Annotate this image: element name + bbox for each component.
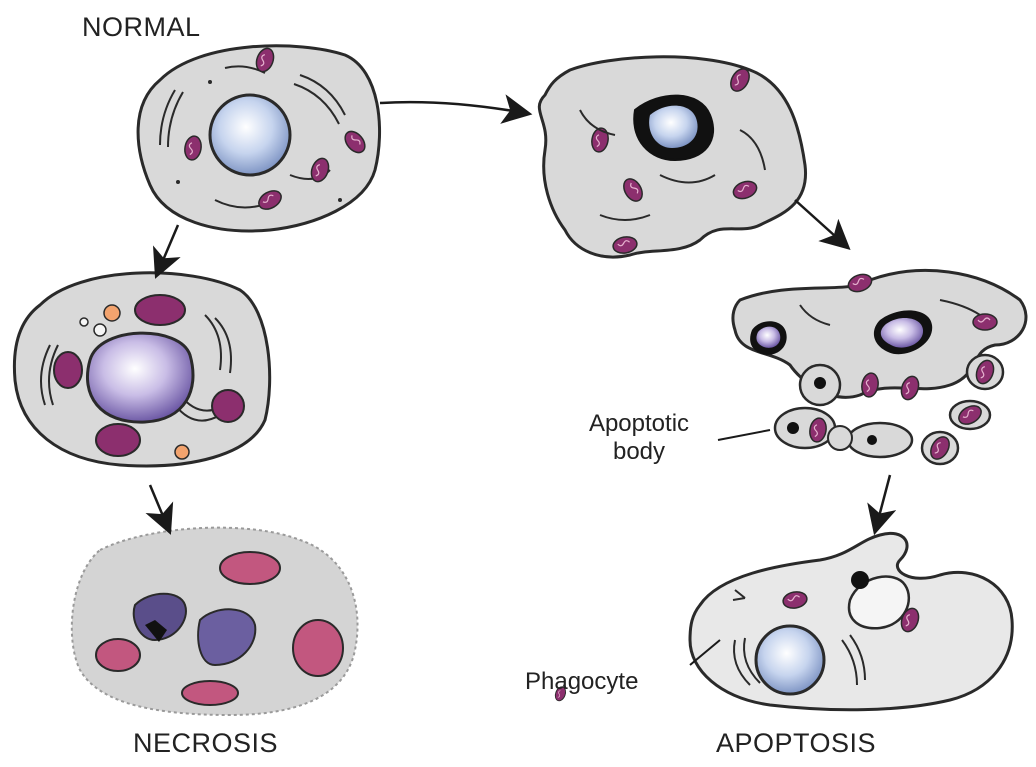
normal-label: NORMAL (82, 12, 201, 43)
normal-nucleus (210, 95, 290, 175)
apoptotic-body-label-line1: Apoptotic (562, 410, 716, 438)
phagocyte-cell (690, 533, 1012, 709)
shrunken-cell (539, 57, 805, 257)
arrow-fragmenting-to-phagocyte (876, 475, 890, 528)
phagocyte-nucleus (756, 626, 824, 694)
arrow-swollen-to-necrosis (150, 485, 168, 528)
necrotic-cell (72, 528, 358, 715)
apoptotic-body-label: Apoptotic body (562, 410, 716, 466)
swollen-nucleus (87, 333, 193, 422)
apoptosis-label: APOPTOSIS (716, 728, 876, 759)
phagocyte-label: Phagocyte (525, 668, 638, 696)
necrosis-label: NECROSIS (133, 728, 278, 759)
apoptotic-body-label-line2: body (562, 438, 716, 466)
leader-apoptotic-body (718, 430, 770, 440)
arrow-shrunken-to-fragmenting (795, 200, 845, 245)
swollen-cell (14, 273, 269, 466)
normal-cell (138, 46, 379, 231)
arrow-normal-to-swollen (158, 225, 178, 272)
arrow-normal-to-apoptosis (380, 102, 525, 113)
